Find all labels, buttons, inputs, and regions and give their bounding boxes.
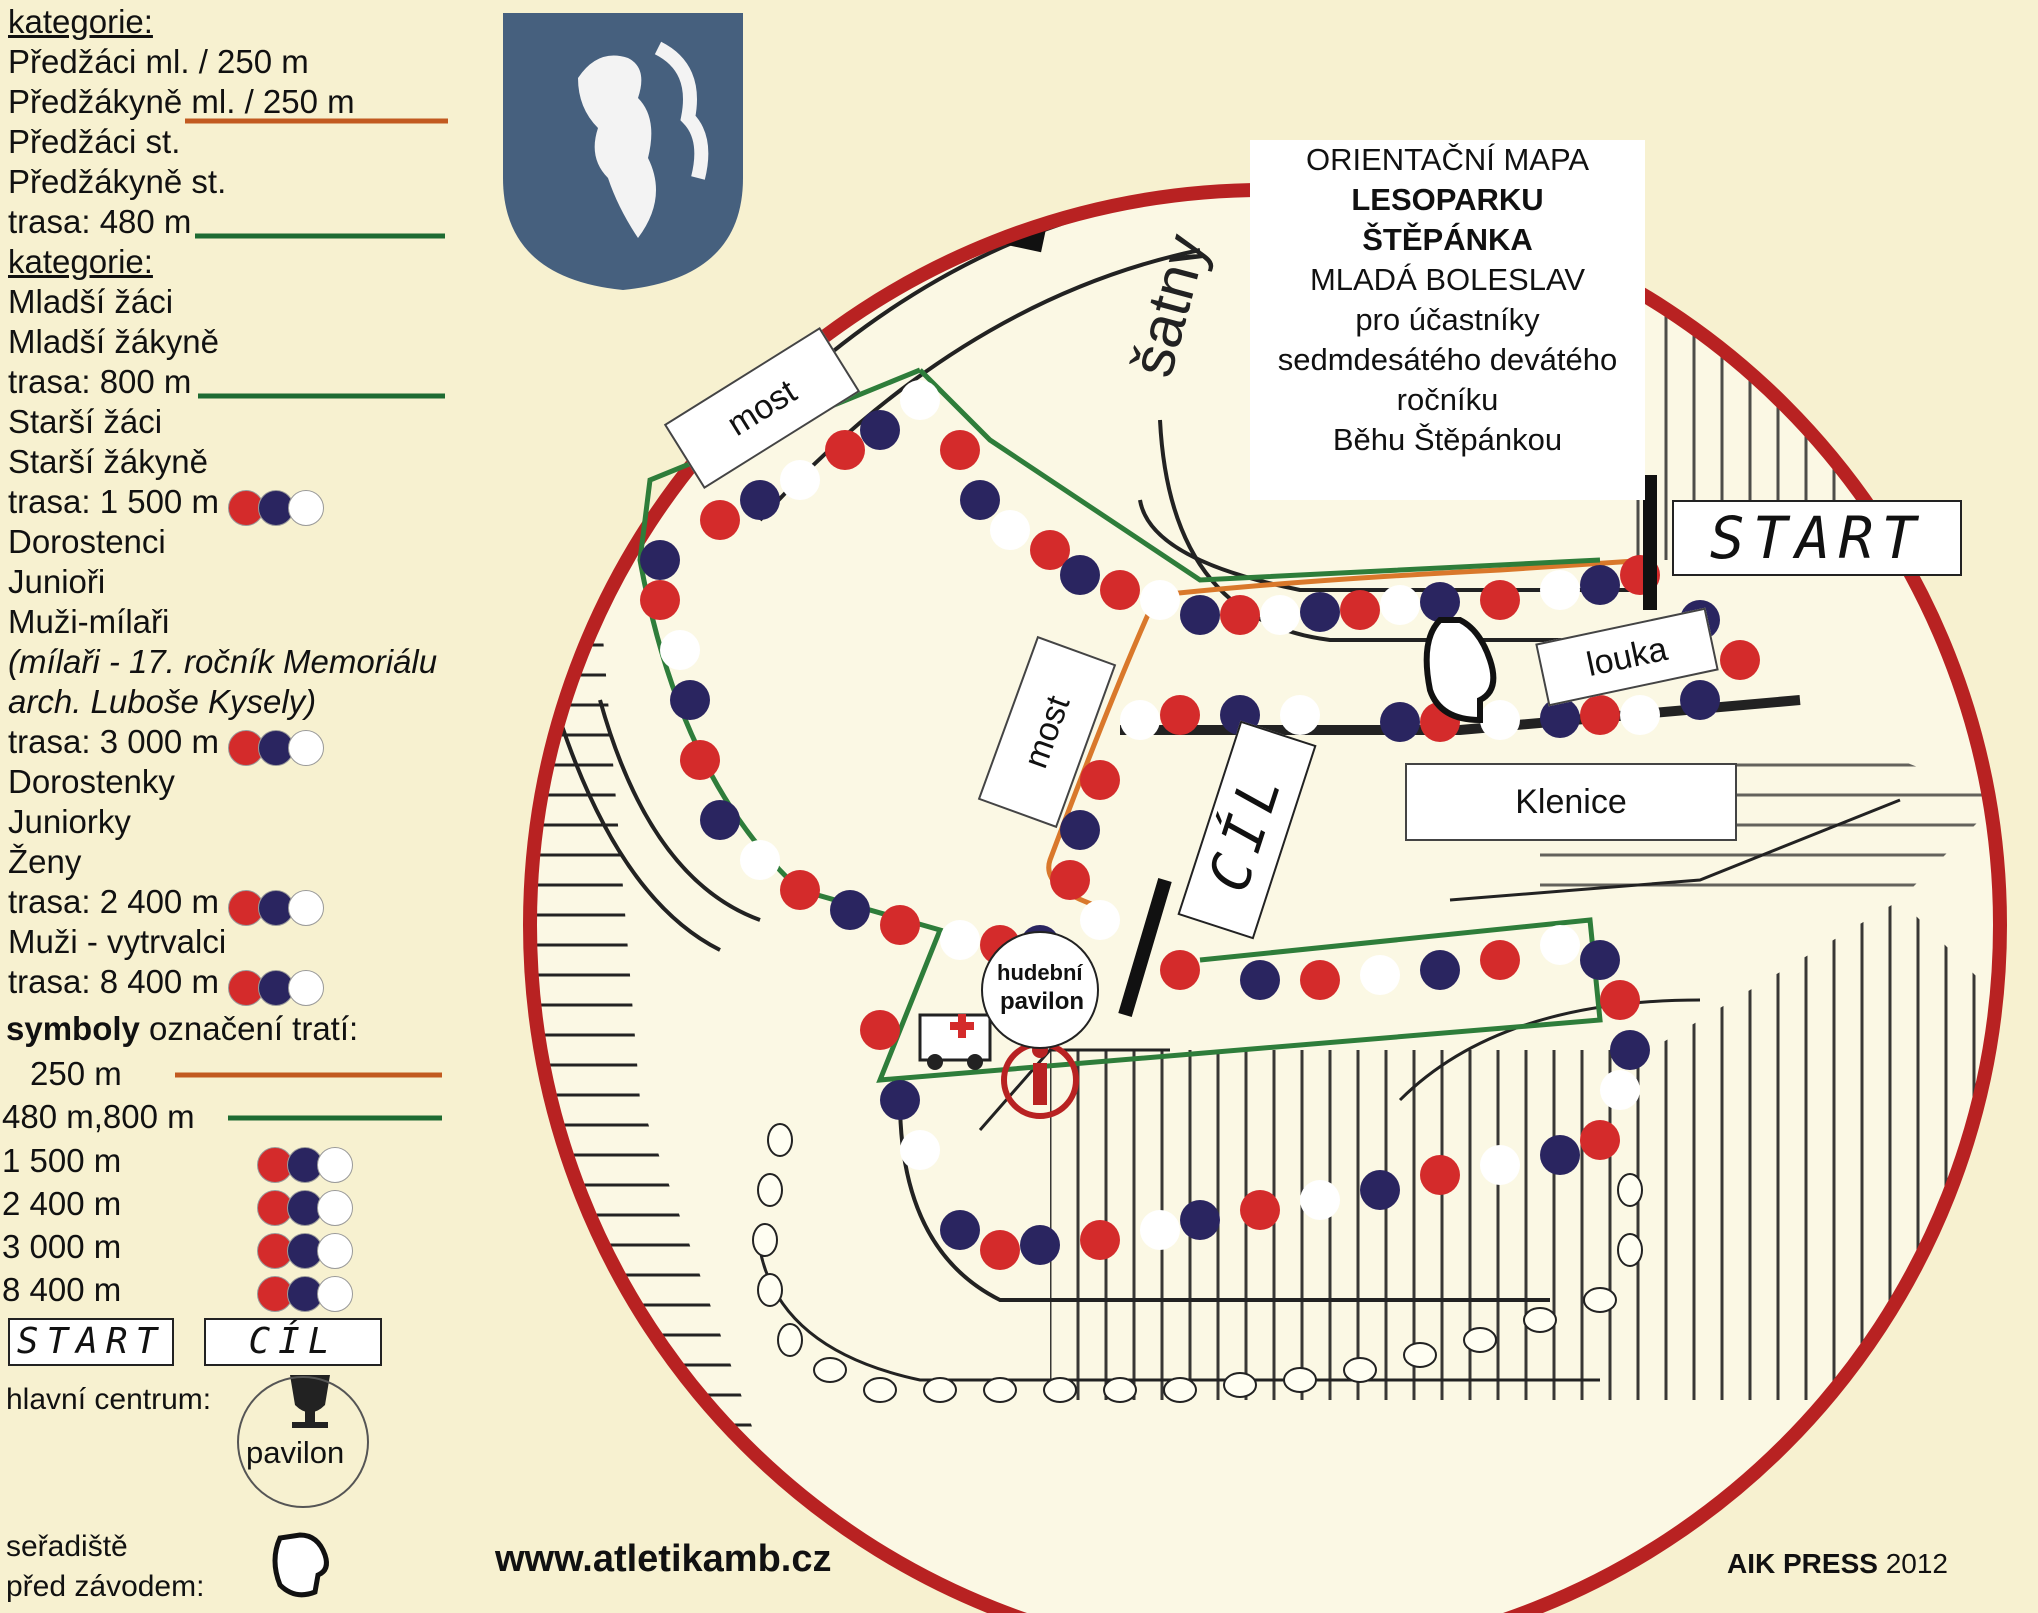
legend-finish-box: CÍL [204, 1318, 382, 1366]
route-dots-icon [257, 1273, 353, 1313]
symbol-480-800: 480 m,800 m [2, 1098, 195, 1135]
press-year: 2012 [1885, 1548, 1949, 1579]
assembly-label-1: seřadiště [6, 1530, 128, 1563]
legend-category-line: Předžákyně st. [8, 163, 227, 200]
assembly-legend-icon [272, 1532, 329, 1598]
route-dots-icon [228, 486, 324, 527]
symbols-heading: symboly označení tratí: [6, 1010, 358, 1048]
route-dots-icon [257, 1144, 353, 1184]
map-start-sign: START [1672, 500, 1962, 576]
route-dots-icon [228, 726, 324, 767]
legend-track-3000: trasa: 3 000 m [8, 722, 478, 767]
press-name: AIK PRESS [1727, 1548, 1878, 1579]
legend-category-line: Ženy [8, 843, 82, 880]
symbol-8400: 8 400 m [2, 1271, 353, 1313]
route-dots-icon [257, 1230, 353, 1270]
symbol-label: 3 000 m [2, 1228, 122, 1265]
route-dots-icon [228, 966, 324, 1007]
legend-category-line: Mladší žáci [8, 283, 174, 320]
klenice-label: Klenice [1405, 763, 1737, 841]
title-line: ročníku [1396, 382, 1499, 417]
legend-category-heading: kategorie: [8, 3, 153, 40]
legend-note: (mílaři - 17. ročník Memoriálu [8, 643, 438, 680]
legend-note: arch. Luboše Kysely) [8, 683, 317, 720]
legend-category-line: Dorostenci [8, 523, 166, 560]
finish-line [1118, 878, 1172, 1017]
legend-category-line: Juniorky [8, 803, 131, 840]
legend-start-box: START [8, 1318, 174, 1366]
legend-category-line: Předžáci st. [8, 123, 181, 160]
symbol-label: 8 400 m [2, 1271, 122, 1308]
website-link[interactable]: www.atletikamb.cz [495, 1538, 832, 1580]
symbol-1500: 1 500 m [2, 1142, 353, 1184]
legend-track-2400: trasa: 2 400 m [8, 882, 478, 927]
legend-category-line: Muži - vytrvalci [8, 923, 227, 960]
symbols-heading-rest: označení tratí: [139, 1010, 359, 1047]
legend-category-line: Muži-mílaři [8, 603, 170, 640]
legend-track-1500: trasa: 1 500 m [8, 482, 478, 527]
title-line: sedmdesátého devátého [1277, 342, 1618, 377]
symbol-label: 1 500 m [2, 1142, 122, 1179]
legend-category-heading: kategorie: [8, 243, 153, 280]
symbol-label: 2 400 m [2, 1185, 122, 1222]
title-line: Běhu Štěpánkou [1332, 422, 1563, 457]
legend-category-line: Dorostenky [8, 763, 175, 800]
legend-track-label: trasa: 2 400 m [8, 883, 219, 920]
symbol-250: 250 m [30, 1055, 122, 1092]
legend-track-480: trasa: 480 m [8, 203, 192, 240]
legend-category-line: Starší žáci [8, 403, 163, 440]
legend-panel: kategorie: Předžáci ml. / 250 m Předžáky… [8, 2, 478, 1007]
title-line: ORIENTAČNÍ MAPA [1305, 142, 1590, 177]
route-dots-icon [228, 886, 324, 927]
legend-category-line: Mladší žákyně [8, 323, 219, 360]
title-line: ŠTĚPÁNKA [1362, 222, 1533, 257]
music-pavilion-label-1: hudební [997, 960, 1083, 985]
ambulance-icon [918, 1013, 992, 1070]
assembly-label-2: před závodem: [6, 1570, 205, 1603]
legend-track-800: trasa: 800 m [8, 363, 192, 400]
pavilon-legend-label: pavilon [246, 1435, 345, 1470]
trophy-icon [290, 1375, 330, 1428]
title-line: MLADÁ BOLESLAV [1309, 262, 1586, 297]
press-credit: AIK PRESS 2012 [1727, 1548, 1948, 1580]
legend-category-line: Starší žákyně [8, 443, 208, 480]
pavilon-legend-circle [237, 1376, 369, 1508]
symbol-2400: 2 400 m [2, 1185, 353, 1227]
coat-of-arms-logo [498, 8, 748, 293]
main-center-label: hlavní centrum: [6, 1383, 212, 1416]
legend-track-label: trasa: 1 500 m [8, 483, 219, 520]
music-pavilion-label-2: pavilon [1000, 988, 1085, 1015]
route-dots-icon [257, 1187, 353, 1227]
legend-track-label: trasa: 3 000 m [8, 723, 219, 760]
title-line: LESOPARKU [1351, 182, 1544, 217]
legend-category-line: Předžákyně ml. / 250 m [8, 83, 355, 120]
symbol-3000: 3 000 m [2, 1228, 353, 1270]
legend-track-label: trasa: 8 400 m [8, 963, 219, 1000]
legend-category-line: Předžáci ml. / 250 m [8, 43, 309, 80]
legend-track-8400: trasa: 8 400 m [8, 962, 478, 1007]
music-pavilion-circle [981, 931, 1099, 1049]
route-long-dots [640, 380, 1760, 1270]
assembly-head-icon [1423, 617, 1497, 724]
legend-category-line: Junioři [8, 563, 106, 600]
title-line: pro účastníky [1355, 302, 1540, 337]
map-title-box: ORIENTAČNÍ MAPA LESOPARKU ŠTĚPÁNKA MLADÁ… [1250, 140, 1645, 500]
symbols-heading-bold: symboly [6, 1010, 140, 1047]
